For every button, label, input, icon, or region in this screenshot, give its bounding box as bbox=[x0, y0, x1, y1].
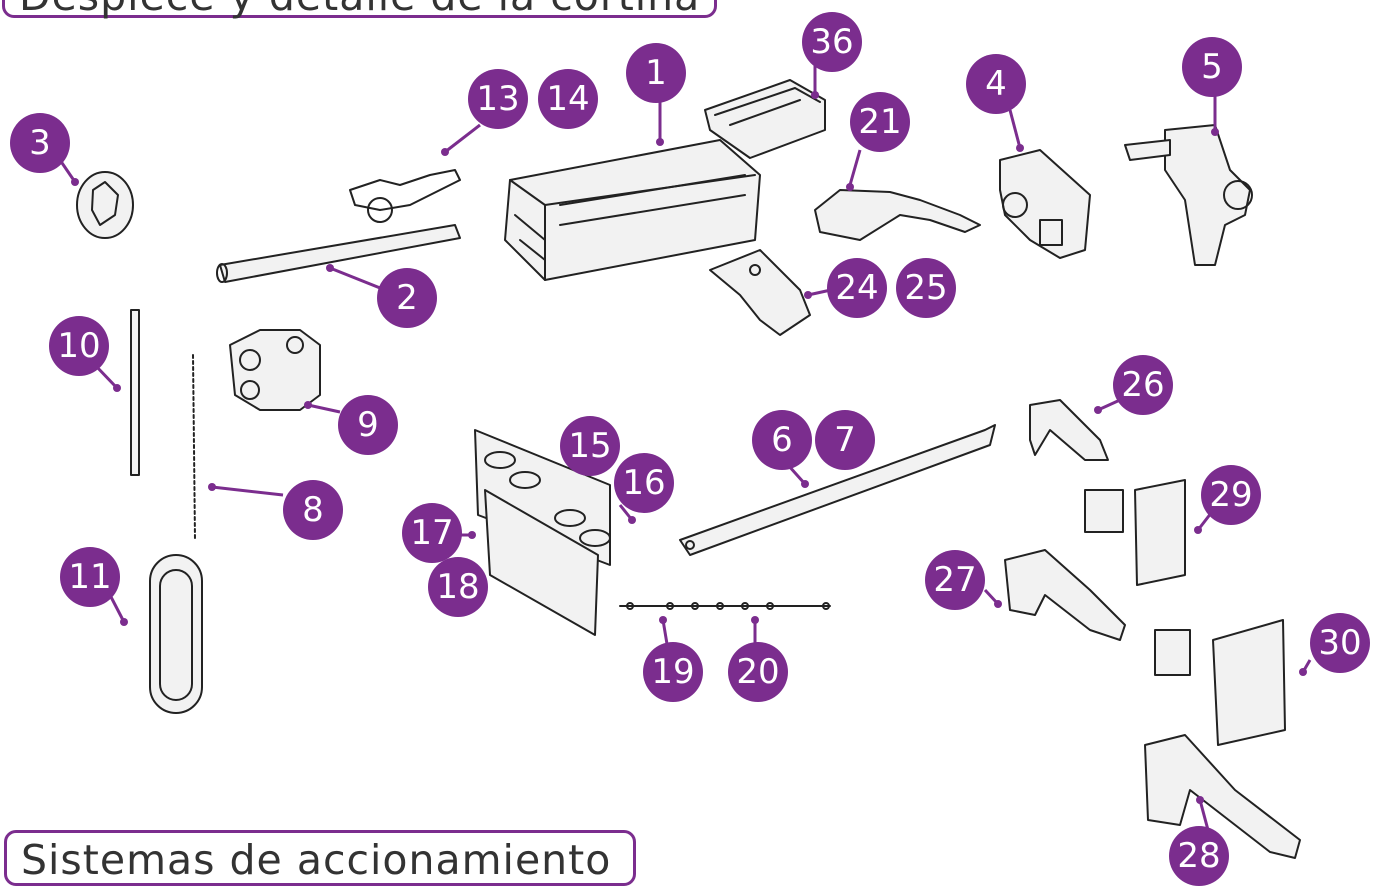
badge-25: 25 bbox=[896, 258, 956, 318]
ball-chain bbox=[192, 354, 196, 541]
badge-29: 29 bbox=[1201, 465, 1261, 525]
spacer-chain bbox=[619, 602, 831, 610]
section-title-actuation-systems: Sistemas de accionamiento bbox=[4, 830, 636, 886]
badge-27-label: 27 bbox=[933, 560, 976, 600]
badge-24-label: 24 bbox=[835, 268, 878, 308]
control-mechanism bbox=[999, 149, 1091, 259]
bead-chain-cable bbox=[130, 309, 140, 476]
badge-15: 15 bbox=[560, 416, 620, 476]
chain-connector bbox=[229, 329, 321, 411]
badge-24: 24 bbox=[827, 258, 887, 318]
badge-15-label: 15 bbox=[568, 426, 611, 466]
weight-plate bbox=[474, 429, 611, 566]
badge-1-label: 1 bbox=[645, 53, 667, 93]
badge-2: 2 bbox=[377, 268, 437, 328]
badge-9-label: 9 bbox=[357, 405, 379, 445]
badge-8: 8 bbox=[283, 480, 343, 540]
badge-4: 4 bbox=[966, 54, 1026, 114]
badge-28: 28 bbox=[1169, 826, 1229, 886]
bracket-medium bbox=[1004, 549, 1126, 641]
badge-19-label: 19 bbox=[651, 652, 694, 692]
badge-6: 6 bbox=[752, 410, 812, 470]
clutch-link bbox=[349, 169, 461, 223]
badge-30: 30 bbox=[1310, 613, 1370, 673]
badge-8-label: 8 bbox=[302, 490, 324, 530]
badge-6-label: 6 bbox=[771, 420, 793, 460]
large-cover bbox=[1154, 619, 1286, 746]
badge-10-label: 10 bbox=[57, 326, 100, 366]
badge-36-label: 36 bbox=[810, 22, 853, 62]
badge-3: 3 bbox=[10, 113, 70, 173]
badge-10: 10 bbox=[49, 316, 109, 376]
leader-lines bbox=[58, 60, 1312, 831]
drive-unit bbox=[1124, 124, 1253, 266]
badge-17-label: 17 bbox=[410, 513, 453, 553]
bracket-short bbox=[1029, 399, 1109, 461]
bracket-lever bbox=[814, 189, 981, 241]
bottom-bar bbox=[484, 489, 599, 636]
diagram-title: Despiece y detalle de la cortina bbox=[2, 0, 718, 18]
bracket-long bbox=[1144, 734, 1301, 859]
badge-14: 14 bbox=[538, 69, 598, 129]
badge-13-label: 13 bbox=[476, 79, 519, 119]
badge-7-label: 7 bbox=[834, 420, 856, 460]
badge-11: 11 bbox=[60, 547, 120, 607]
badge-9: 9 bbox=[338, 395, 398, 455]
badge-2-label: 2 bbox=[396, 278, 418, 318]
headrail-profile bbox=[504, 139, 761, 281]
badge-36: 36 bbox=[802, 12, 862, 72]
badge-16: 16 bbox=[614, 453, 674, 513]
badge-3-label: 3 bbox=[29, 123, 51, 163]
badge-30-label: 30 bbox=[1318, 623, 1361, 663]
badge-16-label: 16 bbox=[622, 463, 665, 503]
badge-26: 26 bbox=[1113, 355, 1173, 415]
control-wand bbox=[679, 424, 996, 556]
roller-tube bbox=[216, 224, 461, 283]
badge-13: 13 bbox=[468, 69, 528, 129]
badge-5: 5 bbox=[1182, 37, 1242, 97]
badge-21-label: 21 bbox=[858, 102, 901, 142]
badge-20-label: 20 bbox=[736, 652, 779, 692]
pull-handle bbox=[149, 554, 203, 714]
badge-11-label: 11 bbox=[68, 557, 111, 597]
badge-27: 27 bbox=[925, 550, 985, 610]
badge-25-label: 25 bbox=[904, 268, 947, 308]
mounting-plate bbox=[709, 249, 811, 336]
badge-29-label: 29 bbox=[1209, 475, 1252, 515]
badge-4-label: 4 bbox=[985, 64, 1007, 104]
badge-7: 7 bbox=[815, 410, 875, 470]
badge-28-label: 28 bbox=[1177, 836, 1220, 876]
end-cap bbox=[76, 171, 134, 239]
badge-17: 17 bbox=[402, 503, 462, 563]
badge-19: 19 bbox=[643, 642, 703, 702]
badge-26-label: 26 bbox=[1121, 365, 1164, 405]
bracket-cover bbox=[1084, 479, 1186, 586]
badge-5-label: 5 bbox=[1201, 47, 1223, 87]
badge-18-label: 18 bbox=[436, 567, 479, 607]
badge-18: 18 bbox=[428, 557, 488, 617]
profile-clip bbox=[704, 79, 826, 159]
badge-20: 20 bbox=[728, 642, 788, 702]
badge-1: 1 bbox=[626, 43, 686, 103]
badge-21: 21 bbox=[850, 92, 910, 152]
badge-14-label: 14 bbox=[546, 79, 589, 119]
